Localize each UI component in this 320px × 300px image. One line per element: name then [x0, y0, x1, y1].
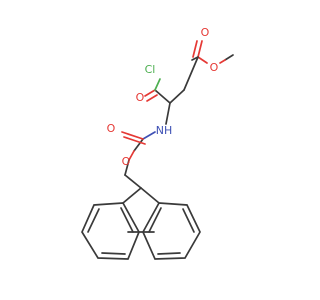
carbamate-oxygen-label: O [122, 155, 131, 168]
ester-oxygen-label: O [210, 61, 219, 74]
o-to-ch2 [124, 159, 130, 176]
acyl-chloride-bond [154, 78, 161, 91]
left-ring-inner-1 [87, 208, 100, 233]
acyl-double-bond-b [146, 94, 158, 102]
atom-labels: Cl O O O NH O O [107, 26, 219, 168]
alpha-to-nitrogen-bond [165, 102, 171, 125]
carbamate-carbonyl-oxygen-label: O [107, 122, 116, 135]
chlorine-label: Cl [145, 63, 156, 76]
alpha-to-acyl-carbon [154, 89, 171, 104]
chemical-structure-drawing: Cl O O O NH O O [81, 26, 234, 260]
methyl-bond [224, 54, 234, 61]
ester-carbon-to-ch2 [183, 56, 199, 91]
ester-carbonyl-double-bond-b [192, 40, 198, 58]
acyl-oxygen-label: O [136, 91, 145, 104]
ester-o-methyl-bond [219, 59, 226, 64]
fluorene-c9-to-left [122, 187, 142, 204]
nitrogen-label: NH [156, 124, 173, 137]
acyl-double-bond-a [144, 89, 156, 97]
ester-carbonyl-oxygen-label: O [201, 26, 210, 39]
bonds [81, 40, 234, 260]
ester-carbonyl-double-bond-a [197, 40, 203, 58]
carbamate-carbon-left [133, 138, 144, 152]
ester-o-carbonyl-bond [197, 56, 208, 64]
right-benzene-ring [142, 202, 201, 260]
carbamate-carbonyl-double-bond-a [121, 131, 144, 140]
right-ring-inner-3 [148, 207, 162, 233]
carbamate-carbonyl-double-bond-b [123, 136, 146, 145]
right-ring-inner-2 [157, 252, 181, 255]
ch2-to-fluorenyl [124, 174, 142, 189]
left-benzene-ring [81, 202, 140, 260]
fluorene-c9-to-right [140, 187, 160, 204]
carbamate-oxygen-bond [128, 150, 135, 161]
nitrogen-to-carbamate-carbon [142, 131, 156, 140]
left-ring-inner-3 [120, 207, 134, 233]
left-ring-inner-2 [101, 252, 126, 255]
ch2-to-alpha-carbon [169, 89, 185, 104]
right-ring-inner-1 [182, 208, 195, 233]
